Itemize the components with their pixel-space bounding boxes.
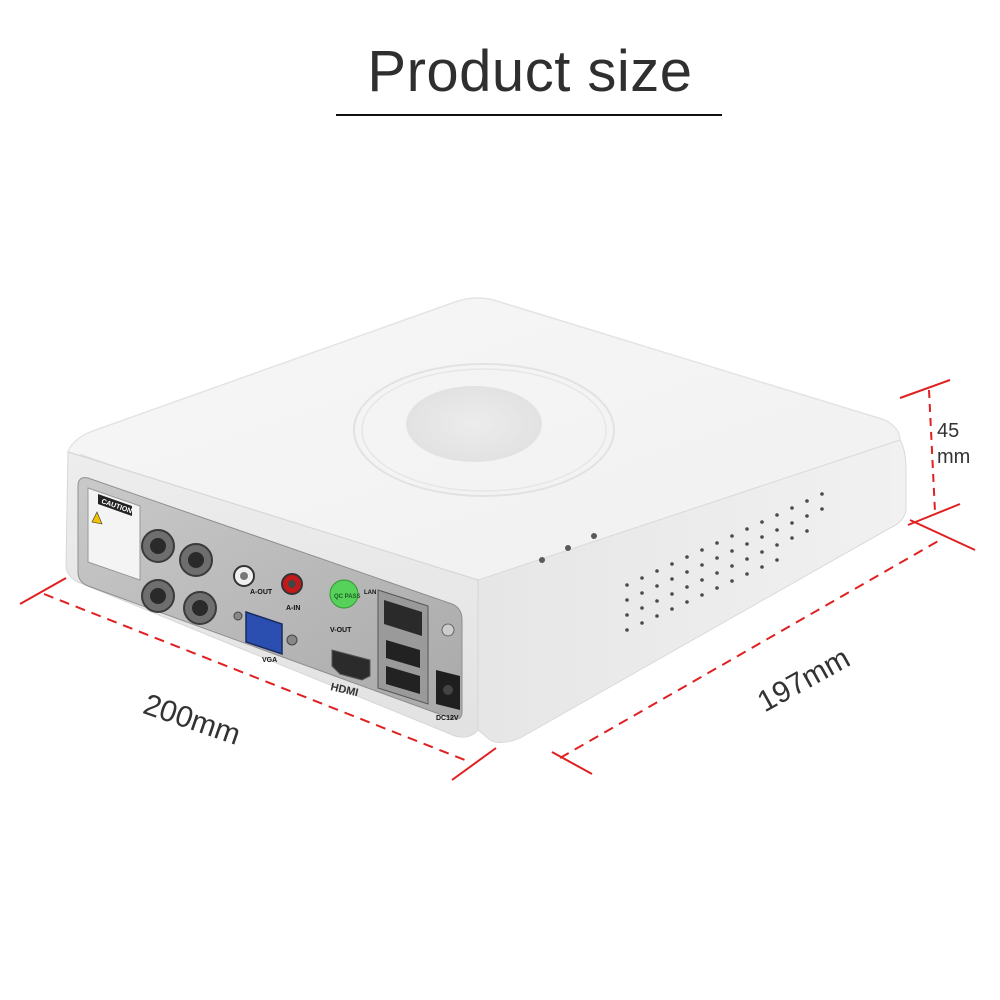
qc-sticker: QC PASS V-OUT LAN [329,579,376,634]
device-side [477,439,907,744]
status-led-3 [591,533,597,539]
top-outer-ring [353,363,615,497]
page-title: Product size [367,39,693,104]
svg-text:A-IN: A-IN [286,605,300,612]
svg-text:LAN: LAN [364,590,376,596]
status-led-2 [565,545,571,551]
title-underline [336,114,722,116]
height-value: 45 [937,420,960,442]
svg-text:QC PASS: QC PASS [334,594,361,600]
vga-port: VGA [233,610,298,664]
svg-text:V-OUT: V-OUT [330,627,352,634]
rca-audio-jacks: A-OUT A-IN [233,565,303,612]
svg-text:DC12V: DC12V [436,715,459,722]
power-button [406,386,542,462]
status-led-1 [539,557,545,563]
height-unit: mm [937,446,971,468]
bnc-connectors [141,529,217,625]
height-dimension-label: 45 mm [937,418,970,470]
power-jack: DC12V [436,623,460,722]
svg-text:A-OUT: A-OUT [250,589,273,596]
svg-text:VGA: VGA [262,657,277,664]
lan-usb-stack [377,589,429,705]
caution-label: CAUTION [87,487,141,581]
vent-holes [625,492,824,632]
dimension-lines [19,379,976,781]
